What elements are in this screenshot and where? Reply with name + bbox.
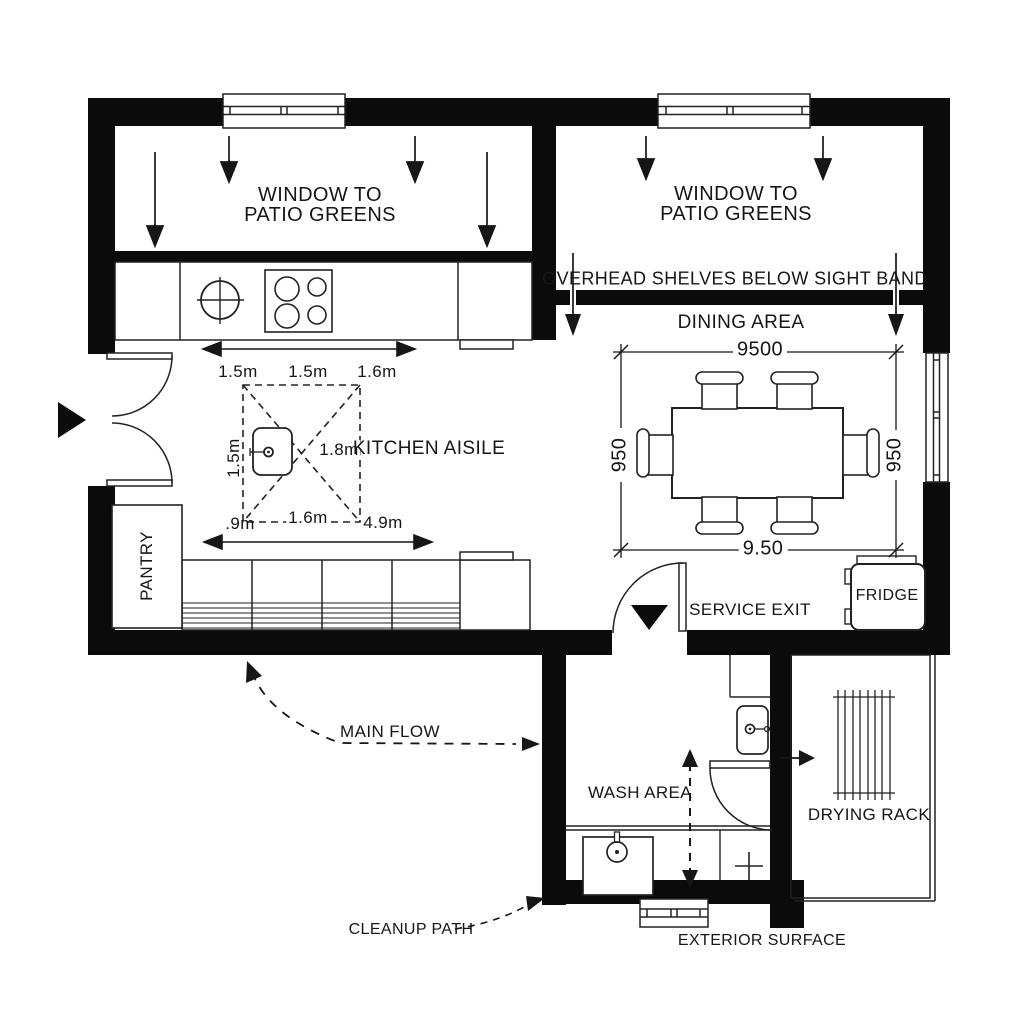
pantry-box: [111, 504, 183, 629]
window-top-right: [657, 93, 811, 129]
kitchen-sill-band-wall: [115, 251, 532, 262]
island-sink: [249, 427, 293, 476]
dining-area-label: DINING AREA: [677, 312, 805, 333]
kitchen-lower-counter: [181, 551, 531, 631]
wash-niche: [729, 655, 770, 698]
plus-mark: [735, 852, 763, 880]
drying-rack: [833, 690, 895, 800]
wash-area-label: WASH AREA: [587, 783, 693, 802]
dining-dim-left: 950: [608, 433, 632, 477]
pantry-label: PANTRY: [137, 531, 156, 601]
wash-room-door: [709, 760, 773, 831]
cleanup-path-arrow: [454, 896, 545, 930]
dining-table: [671, 407, 844, 499]
dining-dims: [613, 344, 904, 558]
shelf-band-arrows: [565, 253, 904, 336]
wash-counter: [566, 825, 770, 880]
aisle-dim-center: 1.8m: [317, 440, 361, 460]
cleanup-path-label: CLEANUP PATH: [348, 921, 474, 938]
main-flow-label: MAIN FLOW: [340, 722, 440, 741]
overhead-shelves-note: OVERHEAD SHELVES BELOW SIGHT BAND: [542, 268, 928, 289]
kitchen-aisle-dims: [200, 340, 435, 551]
entry-direction-marker: [58, 402, 86, 438]
kitchen-aisle-label: KITCHEN AISILE: [352, 438, 506, 459]
kitchen-window-label: WINDOW TO PATIO GREENS: [244, 184, 396, 226]
drying-rack-arrow: [780, 750, 815, 766]
drying-rack-label: DRYING RACK: [807, 805, 931, 824]
aisle-dim-left: 1.5m: [224, 438, 243, 478]
drying-rack-deck: [790, 654, 936, 902]
aisle-dim-bottom-1: .9m: [225, 514, 255, 533]
service-exit-label: SERVICE EXIT: [689, 600, 811, 619]
wash-flow-arrow: [682, 749, 698, 888]
service-exit-marker: [631, 605, 668, 630]
dining-dim-right: 950: [883, 433, 907, 477]
outer-walls: [88, 98, 950, 655]
entry-double-door: [106, 352, 173, 487]
aisle-dim-top-2: 1.5m: [288, 362, 328, 381]
exterior-surface-label: EXTERIOR SURFACE: [677, 932, 847, 949]
aisle-dim-top-3: 1.6m: [357, 362, 397, 381]
dining-window-label: WINDOW TO PATIO GREENS: [660, 183, 812, 225]
kitchen-upper-counter: [114, 261, 533, 350]
dining-dim-bottom: 9.50: [738, 537, 788, 561]
wash-sink: [582, 831, 654, 896]
window-wash-bottom: [639, 898, 709, 928]
aisle-dim-top-1: 1.5m: [218, 362, 258, 381]
window-vent-arrows: [145, 136, 833, 249]
dining-chairs: [636, 371, 880, 535]
aisle-dim-bottom-2: 1.6m: [286, 508, 330, 528]
service-exit-door: [612, 562, 687, 634]
kitchen-dining-divider-wall: [532, 126, 556, 340]
dining-shelf-band-wall: [556, 290, 923, 305]
window-top-left: [222, 93, 346, 129]
fridge-label: FRIDGE: [855, 587, 919, 604]
wall-basin: [736, 705, 771, 755]
fridge: [844, 555, 926, 631]
kitchen-sink-burner: [197, 277, 244, 324]
aisle-dim-bottom-3: 4.9m: [363, 513, 403, 532]
interior-walls: [115, 126, 923, 928]
dining-dim-top: 9500: [732, 338, 788, 362]
window-right-wall: [925, 352, 949, 483]
stove-cooktop: [264, 269, 333, 333]
main-flow-arrow: [246, 661, 540, 751]
